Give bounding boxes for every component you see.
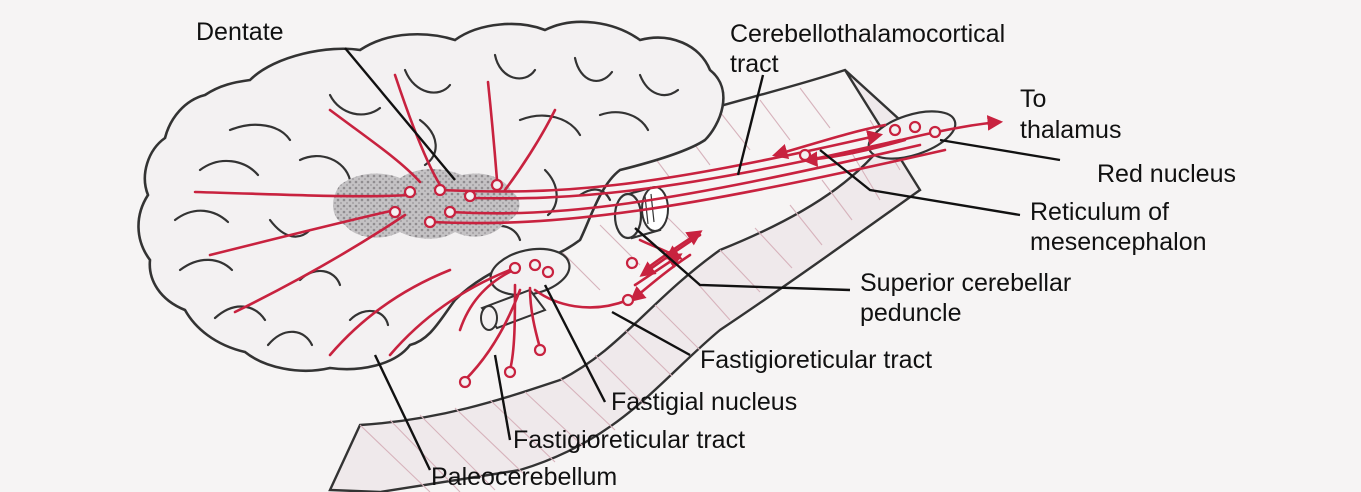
label-to-thalamus-line2: thalamus [1020, 116, 1121, 144]
label-to-thalamus-line1: To [1020, 85, 1046, 113]
dentate-nucleus [333, 169, 519, 239]
label-paleocerebellum: Paleocerebellum [431, 463, 617, 491]
label-cerebellothalamocortical-line2: tract [730, 50, 779, 78]
label-reticulum-line1: Reticulum of [1030, 198, 1169, 226]
label-superior-peduncle-line1: Superior cerebellar [860, 269, 1071, 297]
label-fastigial-nucleus: Fastigial nucleus [611, 388, 797, 416]
label-reticulum-line2: mesencephalon [1030, 228, 1207, 256]
label-fastigioreticular-tract-lower: Fastigioreticular tract [513, 426, 745, 454]
label-superior-peduncle-line2: peduncle [860, 299, 961, 327]
label-fastigioreticular-tract-upper: Fastigioreticular tract [700, 346, 932, 374]
label-cerebellothalamocortical-line1: Cerebellothalamocortical [730, 20, 1005, 48]
label-dentate: Dentate [196, 18, 284, 46]
label-red-nucleus: Red nucleus [1097, 160, 1236, 188]
